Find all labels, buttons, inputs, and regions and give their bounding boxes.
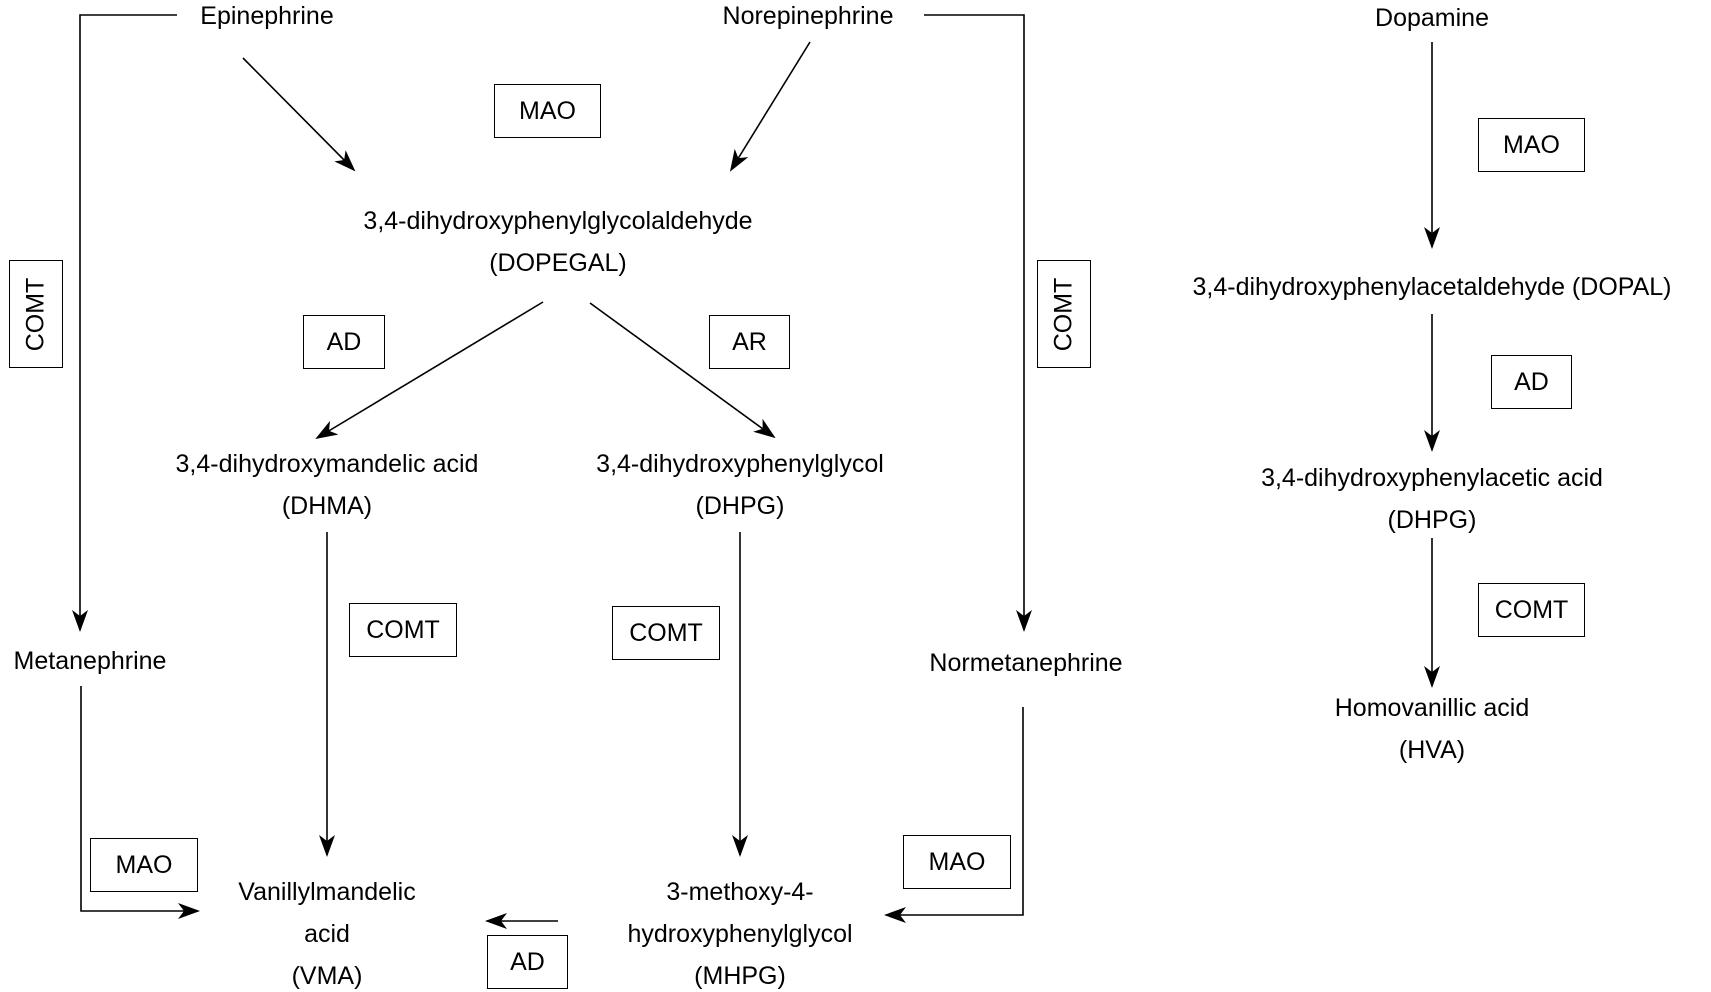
compound-metanephrine: Metanephrine bbox=[13, 647, 167, 675]
enzyme-comt-dopac: COMT bbox=[1478, 583, 1585, 637]
enzyme-comt-left: COMT bbox=[9, 260, 63, 368]
enzyme-ad-dopal: AD bbox=[1491, 355, 1572, 409]
arrow-epinephrine-to-metanephrine bbox=[72, 14, 177, 632]
enzyme-mao-dopamine: MAO bbox=[1478, 118, 1585, 172]
compound-norepinephrine: Norepinephrine bbox=[722, 2, 894, 30]
arrow-epinephrine-to-dopegal bbox=[242, 57, 356, 172]
enzyme-mao-top: MAO bbox=[494, 84, 601, 138]
enzyme-comt-right: COMT bbox=[1037, 260, 1091, 368]
compound-dopegal: 3,4-dihydroxyphenylglycolaldehyde (DOPEG… bbox=[363, 207, 753, 277]
enzyme-comt-dhpg: COMT bbox=[612, 606, 720, 660]
arrow-dopegal-to-dhma bbox=[315, 301, 544, 440]
arrow-metanephrine-to-vma bbox=[80, 686, 200, 919]
enzyme-comt-dhma: COMT bbox=[349, 603, 457, 657]
enzyme-mao-normetanephrine: MAO bbox=[903, 835, 1011, 889]
compound-hva: Homovanillic acid (HVA) bbox=[1334, 694, 1530, 764]
compound-dopamine: Dopamine bbox=[1375, 4, 1489, 32]
enzyme-ar-dopegal: AR bbox=[709, 315, 790, 369]
compound-dopac: 3,4-dihydroxyphenylacetic acid (DHPG) bbox=[1261, 464, 1603, 534]
compound-mhpg: 3-methoxy-4- hydroxyphenylglycol (MHPG) bbox=[627, 878, 853, 990]
enzyme-ad-dopegal: AD bbox=[303, 315, 385, 369]
compound-epinephrine: Epinephrine bbox=[200, 2, 334, 30]
compound-dopal: 3,4-dihydroxyphenylacetaldehyde (DOPAL) bbox=[1192, 273, 1672, 301]
arrow-norepinephrine-to-dopegal bbox=[729, 41, 811, 172]
compound-dhpg: 3,4-dihydroxyphenylglycol (DHPG) bbox=[596, 450, 884, 520]
enzyme-mao-metanephrine: MAO bbox=[90, 838, 198, 892]
enzyme-ad-mhpg: AD bbox=[487, 935, 568, 989]
compound-dhma: 3,4-dihydroxymandelic acid (DHMA) bbox=[175, 450, 479, 520]
compound-vma: Vanillylmandelic acid (VMA) bbox=[238, 878, 416, 990]
arrow-dopegal-to-dhpg bbox=[589, 302, 776, 439]
compound-normetanephrine: Normetanephrine bbox=[929, 649, 1123, 677]
arrow-norepinephrine-to-normetanephrine bbox=[924, 14, 1032, 632]
arrow-normetanephrine-to-mhpg bbox=[884, 707, 1024, 923]
